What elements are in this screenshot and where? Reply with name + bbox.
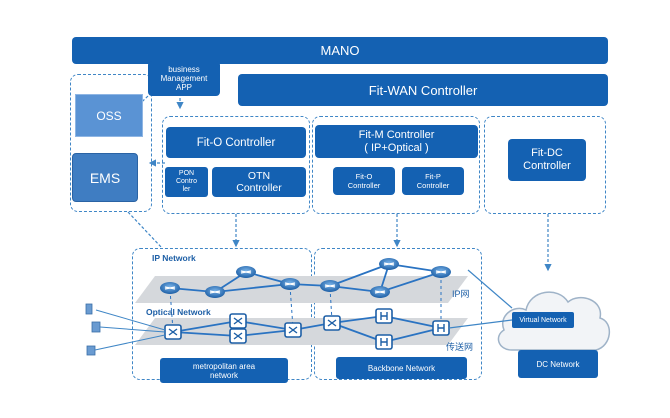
fit-m-fit-p-controller: Fit-P Controller xyxy=(402,167,464,195)
access-device-icons xyxy=(85,303,101,356)
ems-box: EMS xyxy=(72,153,138,202)
otn-controller: OTN Controller xyxy=(212,167,306,197)
dc-network-box: DC Network xyxy=(518,350,598,378)
ems-label: EMS xyxy=(89,169,121,186)
metro-label: metropolitan area network xyxy=(192,361,256,380)
fit-o-controller: Fit-O Controller xyxy=(166,127,306,158)
fit-m-label: Fit-M Controller ( IP+Optical ) xyxy=(358,128,435,154)
fit-wan-controller: Fit-WAN Controller xyxy=(238,74,608,106)
mano-label: MANO xyxy=(320,43,360,58)
ip-tag: IP网 xyxy=(452,289,470,299)
fit-m-fit-p-label: Fit-P Controller xyxy=(416,172,450,190)
fit-dc-label: Fit-DC Controller xyxy=(523,147,571,172)
ip-routers xyxy=(160,258,451,298)
mano-bar: MANO xyxy=(72,37,608,64)
pon-controller: PON Contro ler xyxy=(165,167,208,197)
fit-dc-group xyxy=(484,116,606,214)
optical-switches xyxy=(164,308,450,350)
metro-network-box: metropolitan area network xyxy=(160,358,288,383)
fit-o-group xyxy=(162,116,310,214)
fit-m-fit-o-controller: Fit-O Controller xyxy=(333,167,395,195)
oss-box: OSS xyxy=(75,94,143,137)
management-group xyxy=(70,74,152,212)
ip-network-label: IP Network xyxy=(152,253,196,263)
virtual-network-label: Virtual Network xyxy=(519,316,567,324)
business-management-app: business Management APP xyxy=(148,61,220,96)
pon-label: PON Contro ler xyxy=(175,170,197,193)
fit-m-fit-o-label: Fit-O Controller xyxy=(347,172,381,190)
fit-m-controller: Fit-M Controller ( IP+Optical ) xyxy=(315,125,478,158)
optical-tag: 传送网 xyxy=(446,342,474,352)
optical-network-label: Optical Network xyxy=(146,307,211,317)
dc-network-label: DC Network xyxy=(536,359,580,369)
backbone-network-box: Backbone Network xyxy=(336,357,467,379)
fit-m-group xyxy=(312,116,480,214)
oss-label: OSS xyxy=(96,108,122,123)
fit-o-label: Fit-O Controller xyxy=(196,136,276,149)
fit-dc-controller: Fit-DC Controller xyxy=(508,139,586,181)
backbone-network-group xyxy=(314,248,482,380)
virtual-network-box: Virtual Network xyxy=(512,312,574,328)
fit-wan-label: Fit-WAN Controller xyxy=(368,82,478,98)
otn-label: OTN Controller xyxy=(236,170,282,194)
backbone-label: Backbone Network xyxy=(367,363,436,373)
app-label: business Management APP xyxy=(160,65,208,92)
